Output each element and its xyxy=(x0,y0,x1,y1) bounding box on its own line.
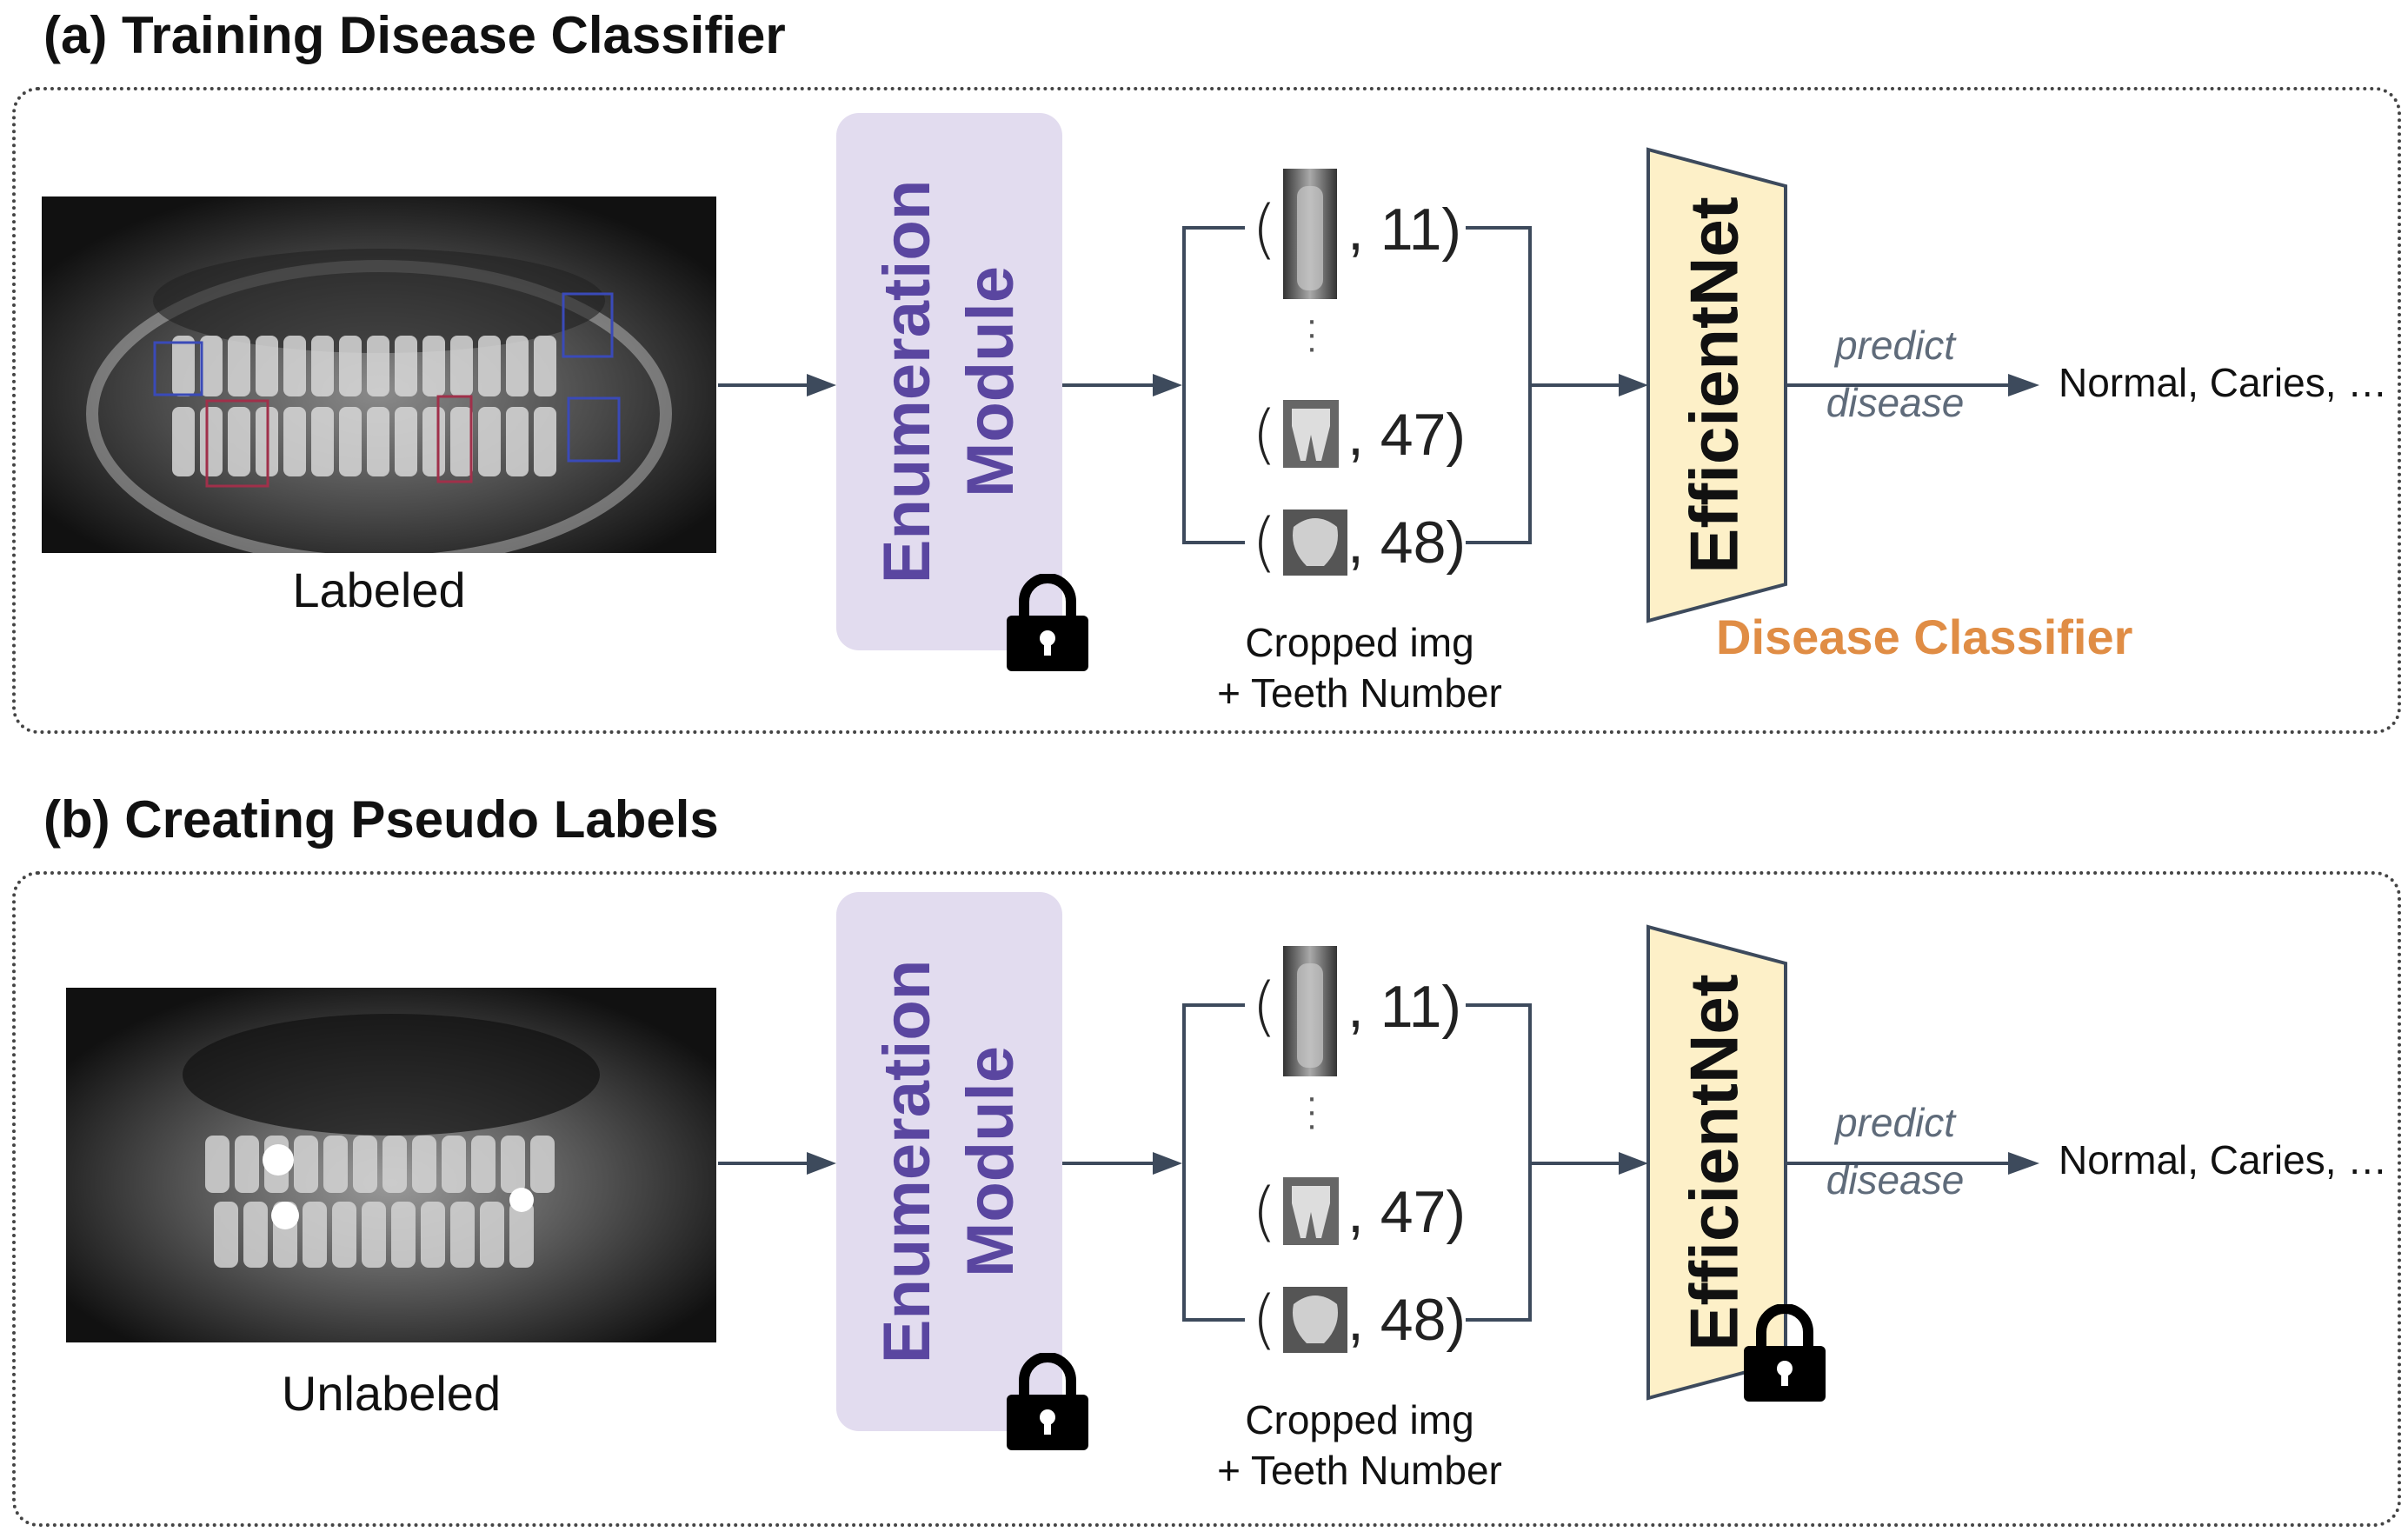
enumeration-module-a-line2: Module xyxy=(954,266,1028,497)
output-classes-a: Normal, Caries, … xyxy=(2059,360,2388,405)
crop-caption-a: Cropped img + Teeth Number xyxy=(1217,620,1502,716)
tuple-a-number-11: 11) xyxy=(1380,196,1462,263)
predict-label-b: predict disease xyxy=(1826,1100,1965,1202)
lock-icon xyxy=(1744,1303,1826,1406)
efficientnet-label-b: EfficientNet xyxy=(1675,974,1753,1351)
enumeration-module-a-line1: Enumeration xyxy=(870,179,944,584)
enumeration-module-b-line2: Module xyxy=(954,1046,1028,1277)
panel-b-title: (b) Creating Pseudo Labels xyxy=(43,790,719,849)
labeled-caption: Labeled xyxy=(292,563,466,617)
tuple-b-47: ( , 47) xyxy=(1252,1175,1467,1249)
ellipsis-b: ··· xyxy=(1306,1078,1318,1144)
tuple-a-48: ( , 48) xyxy=(1252,505,1467,580)
tuple-b-number-48: 48) xyxy=(1380,1287,1467,1353)
tuple-a-number-48: 48) xyxy=(1380,510,1467,576)
tuple-b-number-47: 47) xyxy=(1380,1179,1467,1245)
output-classes-b: Normal, Caries, … xyxy=(2059,1137,2388,1182)
unlabeled-xray-image xyxy=(66,988,716,1342)
panel-a-frame xyxy=(12,87,2401,734)
tooth-crop-image xyxy=(1283,1177,1339,1245)
tooth-crop-image xyxy=(1283,510,1347,576)
tuple-b-11: ( , 11) xyxy=(1252,946,1462,1076)
tuple-a-11: ( , 11) xyxy=(1252,169,1462,299)
tooth-crop-image xyxy=(1283,946,1337,1076)
lock-icon xyxy=(1007,573,1088,676)
enumeration-module-a: Enumeration Module xyxy=(836,113,1062,650)
unlabeled-caption: Unlabeled xyxy=(281,1366,502,1421)
efficientnet-label-a: EfficientNet xyxy=(1675,196,1753,574)
tuple-b-number-11: 11) xyxy=(1380,974,1462,1040)
crop-caption-b: Cropped img + Teeth Number xyxy=(1217,1397,1502,1493)
panel-a-title: (a) Training Disease Classifier xyxy=(43,6,786,64)
tuple-a-47: ( , 47) xyxy=(1252,397,1467,472)
tuple-a-number-47: 47) xyxy=(1380,402,1467,468)
enumeration-module-b-line1: Enumeration xyxy=(870,959,944,1364)
enumeration-module-b: Enumeration Module xyxy=(836,892,1062,1431)
ellipsis-a: ··· xyxy=(1306,301,1318,367)
tuple-b-48: ( , 48) xyxy=(1252,1282,1467,1357)
tooth-crop-image xyxy=(1283,169,1337,299)
predict-label-a: predict disease xyxy=(1826,323,1965,425)
disease-classifier-label: Disease Classifier xyxy=(1716,609,2133,664)
lock-icon xyxy=(1007,1352,1088,1455)
tooth-crop-image xyxy=(1283,400,1339,468)
labeled-xray-image xyxy=(42,196,716,553)
tooth-crop-image xyxy=(1283,1287,1347,1353)
panel-b-frame xyxy=(12,871,2401,1527)
